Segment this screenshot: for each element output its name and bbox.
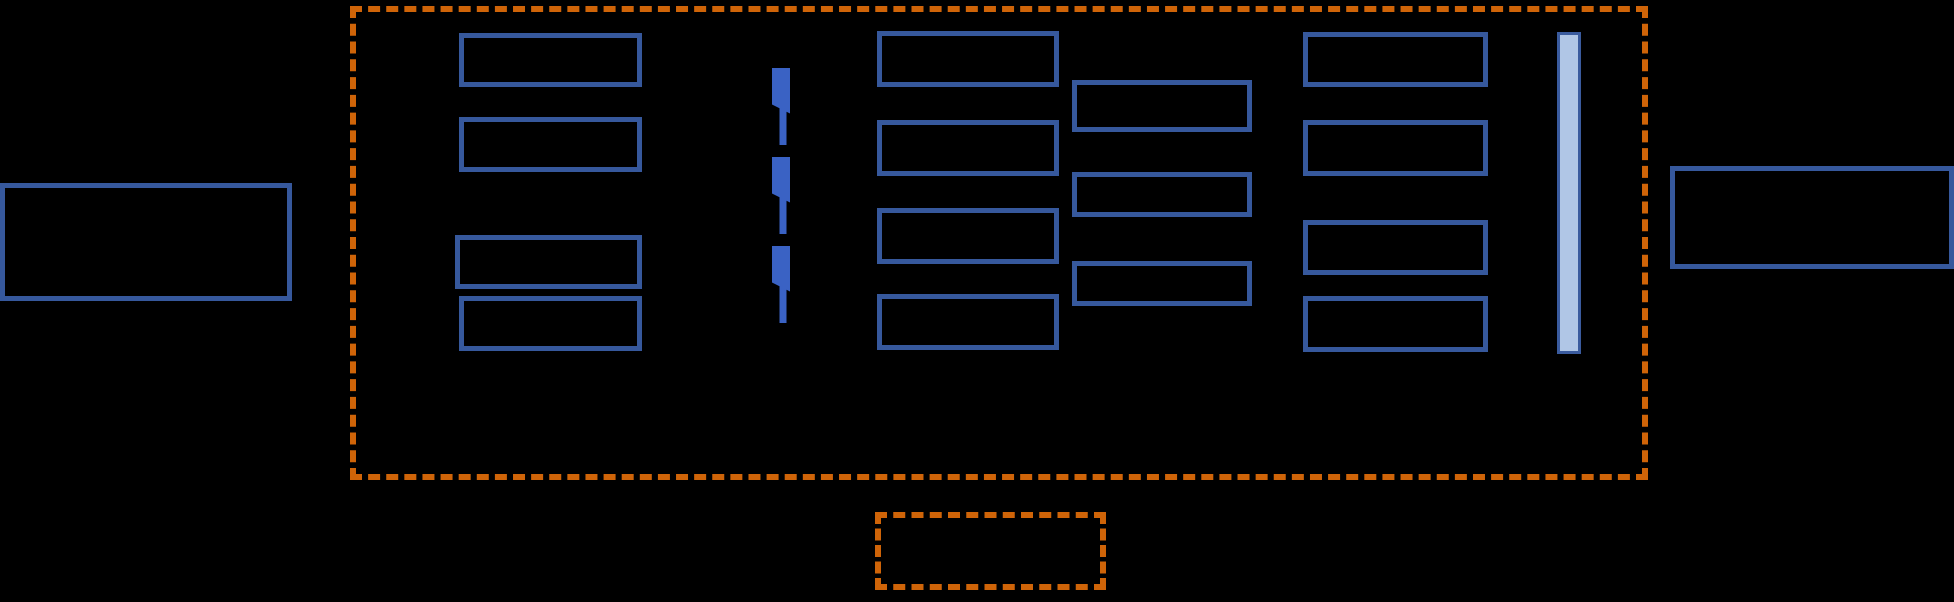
column-one-box-1[interactable] [459, 33, 642, 87]
up-arrow-1 [772, 68, 794, 145]
column-two-offset-box-1[interactable] [1072, 80, 1252, 132]
vertical-progress-bar[interactable] [1557, 32, 1581, 354]
column-one-box-2[interactable] [459, 117, 642, 172]
column-two-box-4[interactable] [877, 294, 1059, 350]
outer-dashed-container [350, 6, 1648, 480]
column-two-offset-box-2[interactable] [1072, 172, 1252, 217]
column-two-offset-box-3[interactable] [1072, 261, 1252, 306]
footer-dashed-container [875, 512, 1106, 590]
left-block[interactable] [0, 183, 292, 301]
column-two-box-2[interactable] [877, 120, 1059, 176]
column-one-box-4[interactable] [459, 296, 642, 351]
column-three-box-2[interactable] [1303, 120, 1488, 176]
column-one-box-3[interactable] [455, 235, 642, 289]
column-three-box-1[interactable] [1303, 32, 1488, 87]
right-block[interactable] [1670, 166, 1954, 269]
column-three-box-4[interactable] [1303, 296, 1488, 352]
up-arrow-2 [772, 157, 794, 234]
up-arrow-3 [772, 246, 794, 323]
column-three-box-3[interactable] [1303, 220, 1488, 275]
column-two-box-3[interactable] [877, 208, 1059, 264]
column-two-box-1[interactable] [877, 31, 1059, 87]
